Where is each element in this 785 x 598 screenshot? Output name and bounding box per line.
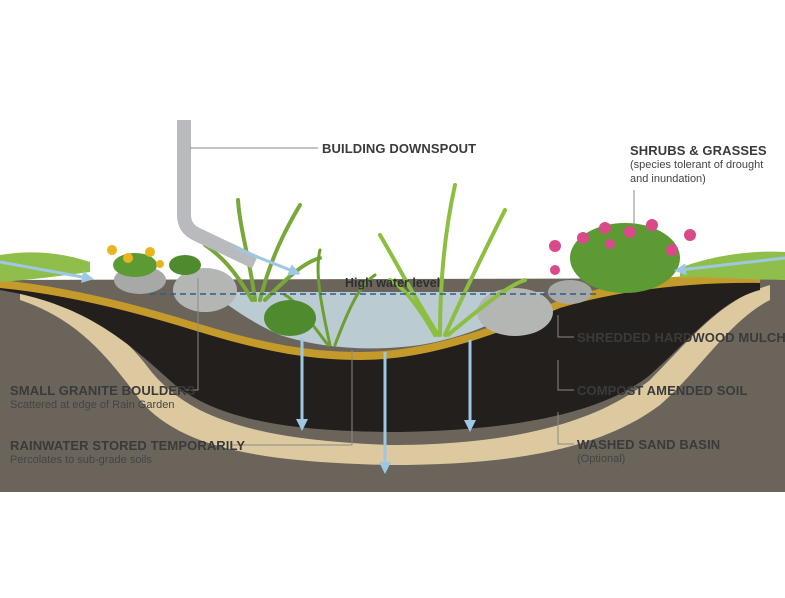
label-rainwater-sub1: Percolates to sub-grade soils <box>10 454 152 466</box>
label-compost-title: COMPOST AMENDED SOIL <box>577 383 748 398</box>
shrub-left-small <box>169 255 201 275</box>
label-mulch-title: SHREDDED HARDWOOD MULCH <box>577 330 785 345</box>
grass-left <box>0 252 90 282</box>
boulder-left <box>173 268 237 312</box>
downspout-pipe <box>177 120 259 269</box>
label-boulders-sub1: Scattered at edge of Rain Garden <box>10 399 175 411</box>
label-shrubs-sub2: and inundation) <box>630 173 706 185</box>
label-rainwater-title: RAINWATER STORED TEMPORARILY <box>10 438 246 453</box>
label-high-water: High water level <box>345 276 441 290</box>
sand-basin <box>20 285 770 465</box>
label-sand-sub1: (Optional) <box>577 453 626 465</box>
shrub-right <box>570 223 680 293</box>
boulder-right <box>477 288 553 336</box>
label-boulders: SMALL GRANITE BOULDERS Scattered at edge… <box>10 383 195 412</box>
label-shrubs-sub1: (species tolerant of drought <box>630 159 764 171</box>
label-sand-title: WASHED SAND BASIN <box>577 437 721 452</box>
leader-lines <box>186 147 635 446</box>
label-mulch: SHREDDED HARDWOOD MULCH <box>577 330 785 345</box>
label-sand: WASHED SAND BASIN (Optional) <box>577 437 720 466</box>
boulder-right-2 <box>548 280 592 304</box>
label-shrubs-title: SHRUBS & GRASSES <box>630 143 767 158</box>
shrub-left-low <box>264 300 316 336</box>
label-rainwater: RAINWATER STORED TEMPORARILY Percolates … <box>10 438 245 467</box>
label-boulders-title: SMALL GRANITE BOULDERS <box>10 383 196 398</box>
flowers-left <box>107 245 164 268</box>
flow-arrows <box>0 246 785 474</box>
grass-right <box>680 251 785 280</box>
label-downspout-title: BUILDING DOWNSPOUT <box>322 141 477 156</box>
grass-clump-center <box>378 183 527 337</box>
label-downspout: BUILDING DOWNSPOUT <box>322 141 476 156</box>
label-shrubs: SHRUBS & GRASSES (species tolerant of dr… <box>630 143 767 186</box>
mulch-layer <box>0 274 760 360</box>
label-compost: COMPOST AMENDED SOIL <box>577 383 748 398</box>
flowers-right <box>549 219 696 275</box>
